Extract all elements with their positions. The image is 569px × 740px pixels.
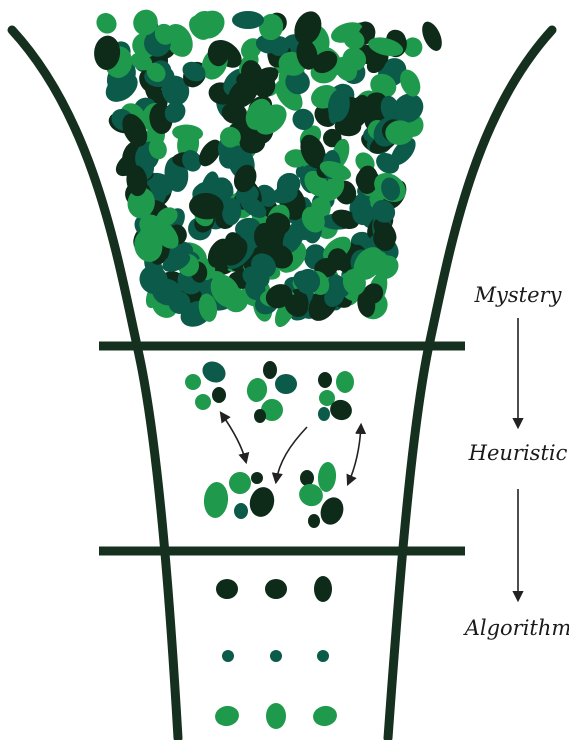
- heuristic-blob: [234, 503, 248, 519]
- mystery-blob: [232, 11, 264, 29]
- algorithm-blob: [265, 579, 287, 599]
- label-mystery: Mystery: [474, 283, 563, 307]
- algorithm-blob: [216, 579, 238, 599]
- algorithm-blob: [270, 650, 282, 662]
- heuristic-blob: [226, 469, 254, 497]
- heuristic-blob: [199, 357, 230, 386]
- heuristic-blob: [275, 374, 297, 394]
- mystery-blob: [92, 9, 120, 38]
- arrow-left-bidirectional: [221, 413, 246, 462]
- heuristic-blob: [251, 472, 263, 484]
- algorithm-blob: [311, 704, 338, 728]
- label-algorithm: Algorithm: [463, 616, 569, 640]
- algorithm-blob: [314, 576, 332, 602]
- heuristic-blob: [254, 409, 266, 423]
- algorithm-blob: [222, 650, 234, 662]
- heuristic-blob: [245, 376, 269, 403]
- heuristic-blob: [300, 470, 314, 486]
- heuristic-blob: [308, 514, 320, 528]
- heuristic-blob: [202, 481, 229, 519]
- heuristic-blob: [185, 374, 201, 390]
- mystery-blob-cluster: [92, 5, 446, 332]
- algorithm-blob: [266, 703, 286, 729]
- heuristic-blob-clusters: [185, 357, 355, 528]
- heuristic-blob: [318, 407, 330, 421]
- heuristic-blob: [263, 361, 277, 379]
- heuristic-blob: [195, 394, 211, 410]
- algorithm-blob: [317, 650, 329, 662]
- algorithm-blob-grid: [213, 576, 338, 729]
- arrow-right-bidirectional: [348, 425, 361, 484]
- label-heuristic: Heuristic: [468, 441, 568, 465]
- mystery-blob: [254, 223, 275, 250]
- heuristic-blob: [247, 484, 278, 519]
- heuristic-blob: [318, 372, 332, 388]
- heuristic-blob: [336, 371, 354, 393]
- algorithm-blob: [213, 704, 240, 728]
- heuristic-blob: [212, 387, 226, 403]
